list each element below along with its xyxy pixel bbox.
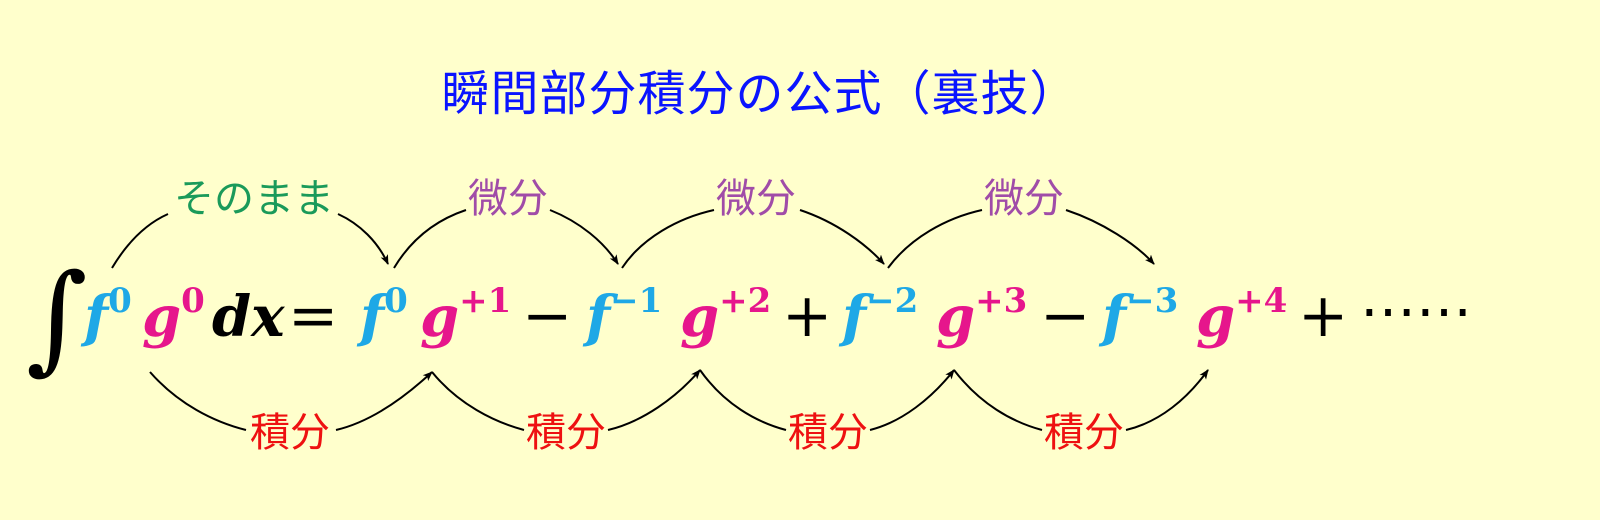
diff-label-2: 微分	[716, 176, 796, 222]
operator-2: +	[782, 281, 832, 351]
diff-arrow-left-3	[887, 209, 983, 269]
operator-4: +	[1298, 281, 1348, 351]
integ-arrow-left-2	[431, 371, 525, 431]
term-2-f: f−1	[582, 281, 662, 350]
diff-arrow-right-3	[1065, 209, 1155, 265]
diff-label-3: 微分	[984, 176, 1064, 222]
term-4-g: g+4	[1196, 281, 1287, 350]
lhs-f: f0	[80, 281, 132, 350]
operator-1: −	[522, 281, 572, 351]
integ-arrow-right-3	[869, 369, 955, 431]
integral-sign: ∫	[26, 248, 87, 386]
term-1-f: f0	[356, 281, 408, 350]
integ-label-1: 積分	[250, 410, 330, 456]
diff-label-1: 微分	[468, 176, 548, 222]
formula-title: 瞬間部分積分の公式（裏技）	[441, 66, 1079, 122]
integ-arrow-left-4	[953, 369, 1043, 431]
diff-arrow-left-1	[393, 209, 467, 269]
integ-arrow-left-3	[699, 369, 787, 431]
keep-arrow	[111, 213, 169, 269]
lhs-g: g0	[142, 281, 205, 350]
integ-label-4: 積分	[1044, 410, 1124, 456]
integ-arrow-left-1	[149, 371, 247, 431]
diff-arrow-right-2	[799, 209, 885, 265]
diff-arrow-left-2	[621, 209, 715, 269]
term-3-f: f−2	[838, 281, 918, 350]
equals-sign: =	[288, 281, 338, 351]
term-4-f: f−3	[1098, 281, 1178, 350]
keep-arrow-head-segment	[337, 213, 389, 265]
integ-arrow-right-1	[335, 371, 433, 431]
integ-arrow-right-2	[607, 369, 701, 431]
term-2-g: g+2	[680, 281, 771, 350]
integ-arrow-right-4	[1125, 369, 1209, 431]
term-1-g: g+1	[420, 281, 511, 350]
term-3-g: g+3	[936, 281, 1027, 350]
integ-label-3: 積分	[788, 410, 868, 456]
diff-arrow-right-1	[549, 209, 619, 265]
lhs-dx: dx	[212, 284, 285, 350]
integ-label-2: 積分	[526, 410, 606, 456]
operator-3: −	[1040, 281, 1090, 351]
ellipsis: ⋯⋯	[1360, 279, 1472, 344]
keep-label: そのまま	[174, 176, 334, 222]
